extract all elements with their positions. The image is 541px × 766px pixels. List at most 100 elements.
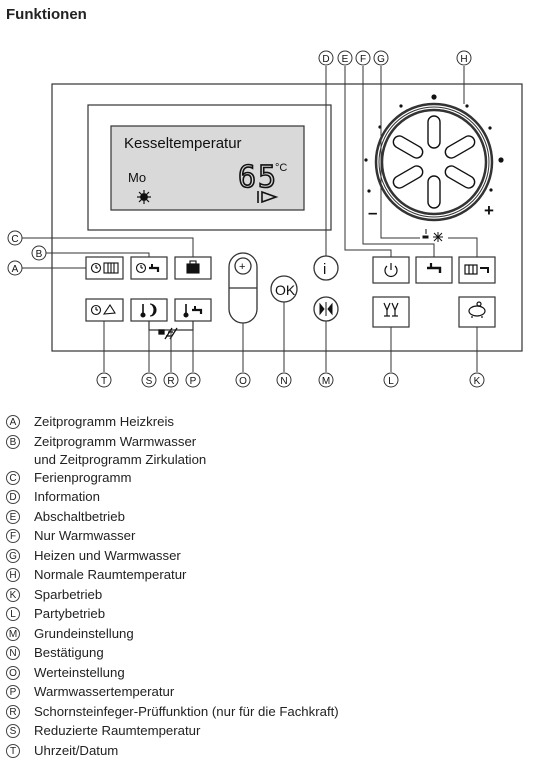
callout-k: [469, 372, 485, 388]
basic-settings-icon: [319, 302, 333, 316]
legend-text: Normale Raumtemperatur: [34, 567, 187, 582]
callout-f: [355, 50, 371, 66]
legend-text: Bestätigung: [34, 645, 104, 660]
legend-item: H Normale Raumtemperatur: [6, 566, 536, 586]
panel-frame: [51, 83, 523, 352]
callout-r: [163, 372, 179, 388]
legend-letter: C: [6, 470, 20, 485]
callout-m-label: M: [322, 376, 330, 387]
callout-p: [185, 372, 201, 388]
legend-text: Heizen und Warmwasser: [34, 547, 181, 563]
callout-b: [31, 245, 47, 261]
legend-text: Zeitprogramm Warmwasser: [34, 433, 197, 449]
dial-scale-dots: [364, 94, 504, 193]
rocker-plus-label: +: [239, 261, 245, 273]
legend-text: Zeitprogramm Heizkreis: [34, 414, 174, 429]
legend-item: F Nur Warmwasser: [6, 527, 536, 547]
legend-text-line2: und Zeitprogramm Zirkulation: [34, 451, 207, 467]
suitcase-icon: [186, 260, 200, 274]
callout-r-label: R: [167, 376, 174, 387]
callout-n-label: N: [280, 376, 287, 387]
thermometer-tap-icon: [183, 304, 203, 318]
legend-item: B Zeitprogramm Warmwasser und Zeitprogramm…: [6, 433, 536, 469]
thermometer-moon-icon: [140, 303, 157, 318]
callout-o-label: O: [239, 376, 247, 387]
legend-letter: L: [6, 607, 20, 621]
display-frame: [87, 104, 332, 231]
legend-text: Information: [34, 489, 100, 504]
info-button-label: i: [323, 261, 326, 278]
callout-a-label: A: [12, 264, 19, 275]
legend-letter: H: [6, 568, 20, 582]
button-f-dhw-only: [415, 256, 453, 284]
legend-letter: F: [6, 529, 20, 543]
legend-letter: K: [6, 587, 20, 602]
legend-letter: D: [6, 490, 20, 504]
callout-s-label: S: [146, 376, 153, 387]
legend-text: Grundeinstellung: [34, 625, 134, 641]
clock-radiator-icon: [90, 262, 119, 274]
legend-text: Reduzierte Raumtemperatur: [34, 723, 201, 738]
tap-sun-indicator-icon: [422, 229, 443, 242]
clock-tap-icon: [135, 262, 160, 274]
legend-item: M Grundeinstellung: [6, 625, 536, 645]
legend-letter: B: [6, 434, 20, 449]
tap-icon: [427, 263, 442, 273]
callout-s: [141, 372, 157, 388]
callout-e-label: E: [342, 54, 349, 65]
legend-item: C Ferienprogramm: [6, 469, 536, 489]
callout-e: [337, 50, 353, 66]
radiator-tap-icon: [464, 264, 489, 275]
party-glasses-icon: [383, 302, 399, 317]
legend-item: G Heizen und Warmwasser: [6, 547, 536, 567]
lcd-day: Mo: [128, 170, 146, 185]
legend-text: Warmwassertemperatur: [34, 684, 175, 699]
callout-c-label: C: [11, 234, 18, 245]
legend-item: A Zeitprogramm Heizkreis: [6, 413, 536, 433]
legend-text: Werteinstellung: [34, 664, 125, 680]
page-title: Funktionen: [6, 6, 87, 23]
callout-m: [318, 372, 334, 388]
legend-text: Uhrzeit/Datum: [34, 742, 119, 758]
legend-letter: A: [6, 415, 20, 429]
dial-minus-label: –: [368, 203, 377, 222]
legend-item: D Information: [6, 488, 536, 508]
callout-h: [456, 50, 472, 66]
lcd-header: Kesseltemperatur: [124, 135, 242, 152]
legend-letter: T: [6, 743, 20, 758]
sun-icon: [137, 190, 151, 204]
legend-item: T Uhrzeit/Datum: [6, 742, 536, 762]
legend-letter: M: [6, 626, 20, 641]
legend-text: Ferienprogramm: [34, 469, 132, 485]
leader-lines: [22, 66, 478, 372]
callout-k-label: K: [474, 376, 481, 387]
legend-letter: N: [6, 646, 20, 660]
legend-list: A Zeitprogramm Heizkreis B Zeitprogramm Wa…: [6, 413, 536, 761]
callout-a: [7, 260, 23, 276]
legend-text: Abschaltbetrieb: [34, 508, 125, 524]
legend-item: P Warmwassertemperatur: [6, 683, 536, 703]
rotary-dial: [374, 102, 494, 222]
legend-text: Schornsteinfeger-Prüffunktion (nur für d…: [34, 703, 339, 719]
burner-icon: [257, 190, 279, 204]
legend-item: N Bestätigung: [6, 644, 536, 664]
power-icon: [384, 263, 398, 277]
callout-b-label: B: [36, 249, 43, 260]
callout-t: [96, 372, 112, 388]
button-k-economy: [458, 296, 496, 328]
legend-text: Nur Warmwasser: [34, 528, 136, 543]
callout-o: [235, 372, 251, 388]
legend-letter: G: [6, 548, 20, 563]
dial-plus-label: +: [484, 201, 494, 220]
callout-c: [7, 230, 23, 246]
legend-letter: P: [6, 685, 20, 699]
callout-circles: [7, 50, 485, 388]
legend-letter: S: [6, 724, 20, 738]
piggy-bank-icon: [468, 301, 486, 318]
callout-p-label: P: [190, 376, 197, 387]
callout-g-label: G: [377, 54, 385, 65]
